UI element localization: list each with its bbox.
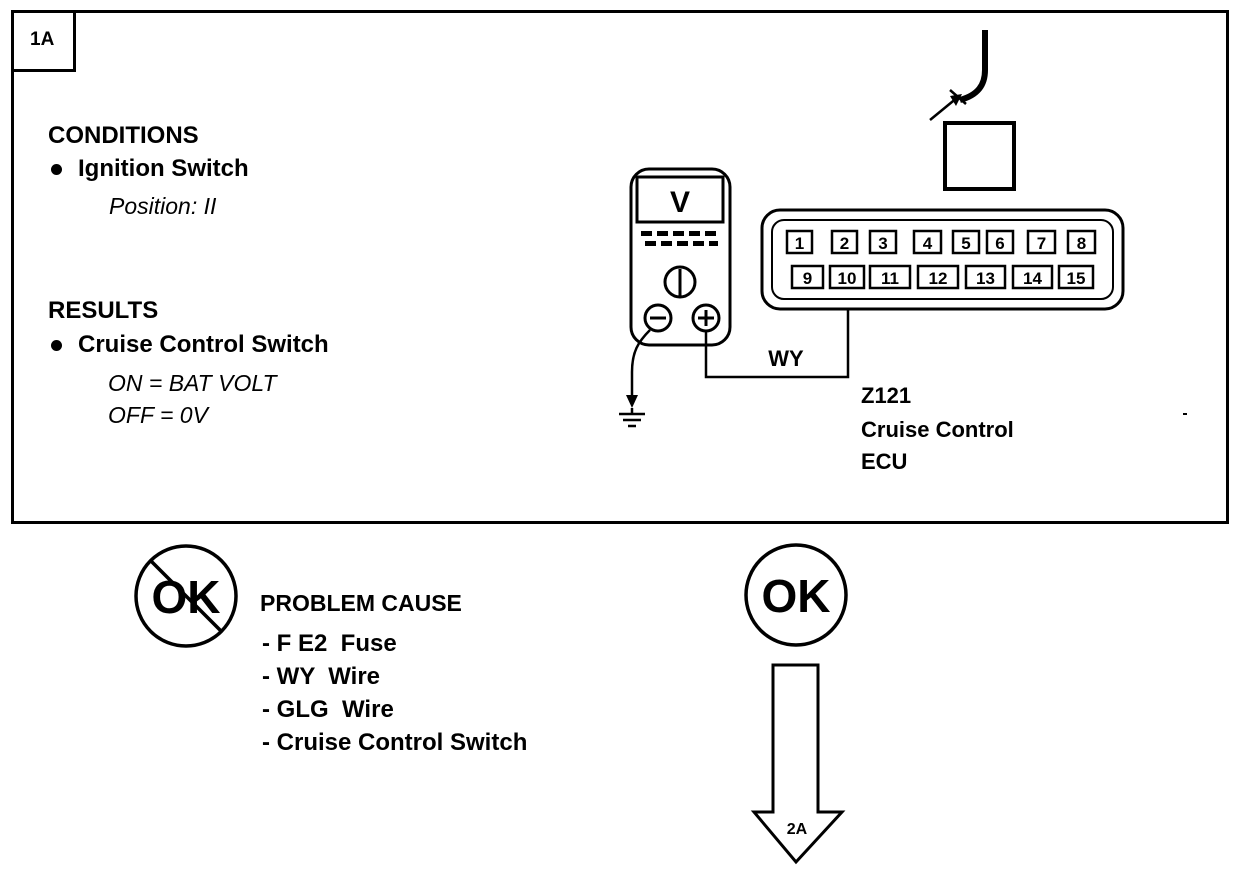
connector-pin [785, 229, 814, 255]
wire-label: WY [768, 346, 804, 371]
cause-item: - Cruise Control Switch [262, 729, 528, 756]
next-step-arrow-icon: 2A [750, 663, 846, 865]
conditions-item: Ignition Switch [78, 155, 249, 182]
meter-segment-indicators [641, 231, 718, 246]
problem-cause-heading: PROBLEM CAUSE [260, 590, 462, 616]
step-id-tab: 1A [14, 13, 76, 72]
connector-pin-label: 1 [795, 234, 804, 253]
cause-item: - WY Wire [262, 663, 381, 690]
not-ok-icon: OK [134, 544, 238, 648]
connector-pin-label: 6 [995, 234, 1004, 253]
connector-pin [1026, 229, 1057, 255]
connector-pin-label: 5 [961, 234, 970, 253]
bullet-icon [51, 164, 62, 175]
connector-pin [916, 264, 960, 290]
connector-pin [964, 264, 1007, 290]
conditions-heading: CONDITIONS [48, 122, 199, 149]
connector-pin [951, 229, 981, 255]
connector-pin-label: 7 [1037, 234, 1046, 253]
conditions-detail: Position: II [109, 193, 217, 219]
connector-pin [790, 264, 825, 290]
ok-symbol: OK [762, 570, 831, 622]
ground-icon [619, 408, 645, 428]
connector-pin-label: 10 [838, 269, 857, 288]
cause-item: - GLG Wire [262, 696, 394, 723]
connector-pin-label: 4 [923, 234, 933, 253]
meter-symbol: V [670, 186, 690, 219]
connector-pin [868, 229, 898, 255]
connector-pin-label: 11 [881, 269, 899, 288]
ecu-type: ECU [861, 449, 907, 474]
connector-pin [828, 264, 866, 290]
connector-pin-label: 14 [1023, 269, 1042, 288]
ecu-code: Z121 [861, 383, 911, 408]
connector-pin-label: 13 [976, 269, 995, 288]
bullet-icon [51, 340, 62, 351]
ecu-name: Cruise Control [861, 417, 1014, 442]
connector-pin [1011, 264, 1054, 290]
results-heading: RESULTS [48, 297, 159, 324]
result-on: ON = BAT VOLT [108, 370, 277, 396]
connector-pin [1066, 229, 1097, 255]
results-item: Cruise Control Switch [78, 331, 329, 358]
test-step-frame [11, 10, 1229, 524]
cruise-control-switch [929, 30, 1016, 191]
connector-pin-label: 2 [840, 234, 849, 253]
connector-pin [1057, 264, 1095, 290]
connector-pin [912, 229, 943, 255]
ground-lead [619, 329, 651, 428]
connector-pin [985, 229, 1015, 255]
voltmeter: V [629, 167, 732, 347]
cause-item: - F E2 Fuse [262, 630, 397, 657]
step-id: 1A [30, 29, 55, 50]
meter-display [635, 175, 725, 224]
connector-pin-label: 3 [878, 234, 887, 253]
result-off: OFF = 0V [108, 402, 208, 428]
probe-arrow-icon [929, 89, 967, 121]
connector-pin-label: 15 [1067, 269, 1086, 288]
connector-pin-label: 9 [803, 269, 812, 288]
connector-pin-label: 12 [929, 269, 948, 288]
connector-pin [868, 264, 912, 290]
next-step-id: 2A [787, 821, 808, 838]
connector-pin [830, 229, 859, 255]
connector-pin-label: 8 [1077, 234, 1086, 253]
ok-icon: OK [744, 543, 848, 647]
